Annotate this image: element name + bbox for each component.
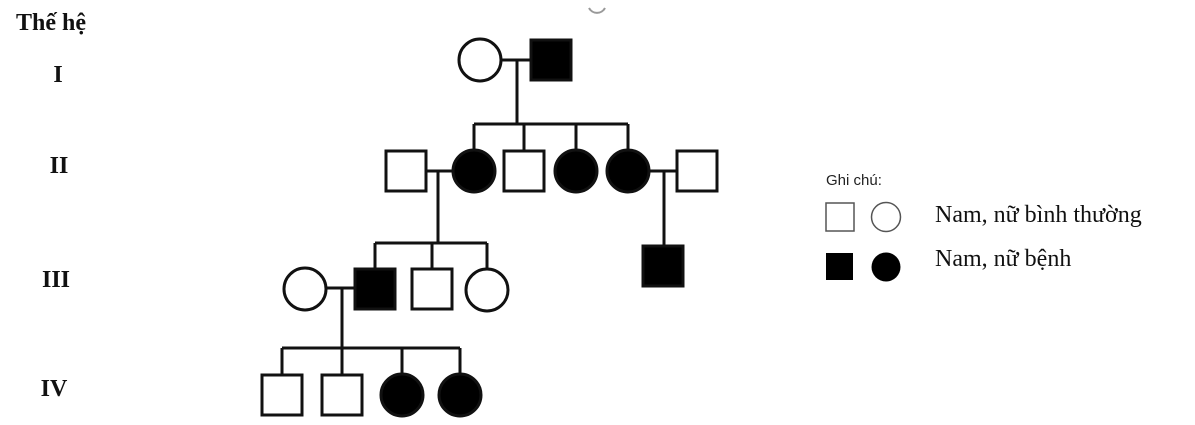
normal-female-iii-1: [282, 266, 328, 312]
legend-affected-male-icon: [826, 253, 853, 280]
legend-normal-male-icon: [825, 202, 855, 232]
normal-male-ii-6: [675, 149, 719, 193]
normal-male-ii-3: [502, 149, 546, 193]
normal-male-ii-1: [384, 149, 428, 193]
affected-female-ii-5: [605, 148, 651, 194]
affected-male-i-2: [529, 38, 573, 82]
generation-label-iii: III: [41, 267, 71, 293]
affected-female-ii-2: [451, 148, 497, 194]
legend-title: Ghi chú:: [826, 172, 882, 189]
generation-header: Thế hệ: [16, 10, 87, 36]
normal-male-iii-3: [410, 267, 454, 311]
partial-ring-mark: [588, 7, 606, 14]
generation-label-i: I: [53, 62, 63, 88]
legend-affected-female-icon: [871, 252, 901, 282]
affected-male-iii-5: [641, 244, 685, 288]
generation-label-iv: IV: [40, 376, 68, 402]
legend-affected-label: Nam, nữ bệnh: [935, 246, 1072, 272]
pedigree-lines: [280, 58, 677, 375]
normal-male-iv-2: [320, 373, 364, 417]
affected-female-iv-4: [437, 372, 483, 418]
pedigree-individuals: [260, 37, 719, 418]
affected-female-ii-4: [553, 148, 599, 194]
normal-male-iv-1: [260, 373, 304, 417]
legend-normal-female-icon: [870, 201, 902, 233]
normal-female-i-1: [457, 37, 503, 83]
normal-female-iii-4: [464, 267, 510, 313]
affected-male-iii-2: [353, 267, 397, 311]
affected-female-iv-3: [379, 372, 425, 418]
legend-normal-label: Nam, nữ bình thường: [935, 202, 1142, 228]
generation-label-ii: II: [49, 153, 69, 179]
